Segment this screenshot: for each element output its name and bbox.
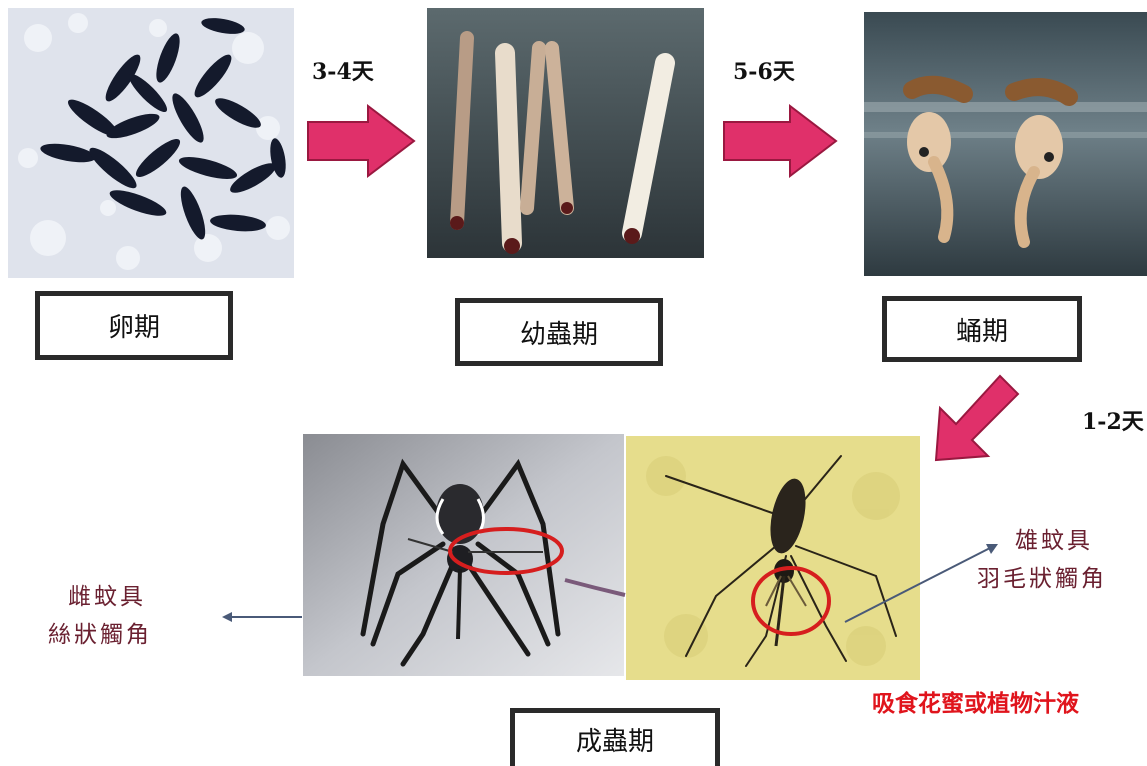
female-pointer-arrowhead xyxy=(222,612,232,622)
male-mosquito-photo xyxy=(626,436,920,680)
male-note-line1: 雄蚊具 xyxy=(1015,528,1093,554)
egg-photo xyxy=(8,8,294,278)
connector-stroke xyxy=(564,578,626,597)
male-pointer-arrowhead xyxy=(986,544,998,554)
feeding-note: 吸食花蜜或植物汁液 xyxy=(872,691,1079,717)
male-note-line2: 羽毛狀觸角 xyxy=(977,566,1107,592)
stage-label-adult: 成蟲期 xyxy=(510,708,720,766)
arrow-egg-to-larva xyxy=(307,104,416,178)
female-antenna-note: 雌蚊具 絲狀觸角 xyxy=(48,578,152,654)
duration-egg-to-larva: 3-4天 xyxy=(312,59,374,85)
duration-larva-to-pupa: 5-6天 xyxy=(733,59,795,85)
female-mosquito-photo xyxy=(303,434,624,676)
arrow-larva-to-pupa xyxy=(723,104,838,178)
male-pointer-line xyxy=(844,547,991,623)
stage-label-pupa: 蛹期 xyxy=(882,296,1082,362)
male-antenna-note: 雄蚊具 羽毛狀觸角 xyxy=(977,522,1107,598)
pupa-photo xyxy=(864,12,1147,276)
stage-label-larva: 幼蟲期 xyxy=(455,298,663,366)
larva-photo xyxy=(427,8,704,258)
male-antenna-highlight xyxy=(751,566,831,636)
stage-label-egg: 卵期 xyxy=(35,291,233,360)
female-antenna-highlight xyxy=(448,527,564,575)
female-note-line1: 雌蚊具 xyxy=(68,584,146,610)
duration-pupa-to-adult: 1-2天 xyxy=(1082,409,1144,435)
arrow-pupa-to-adult xyxy=(934,374,1020,462)
female-note-line2: 絲狀觸角 xyxy=(48,622,152,648)
